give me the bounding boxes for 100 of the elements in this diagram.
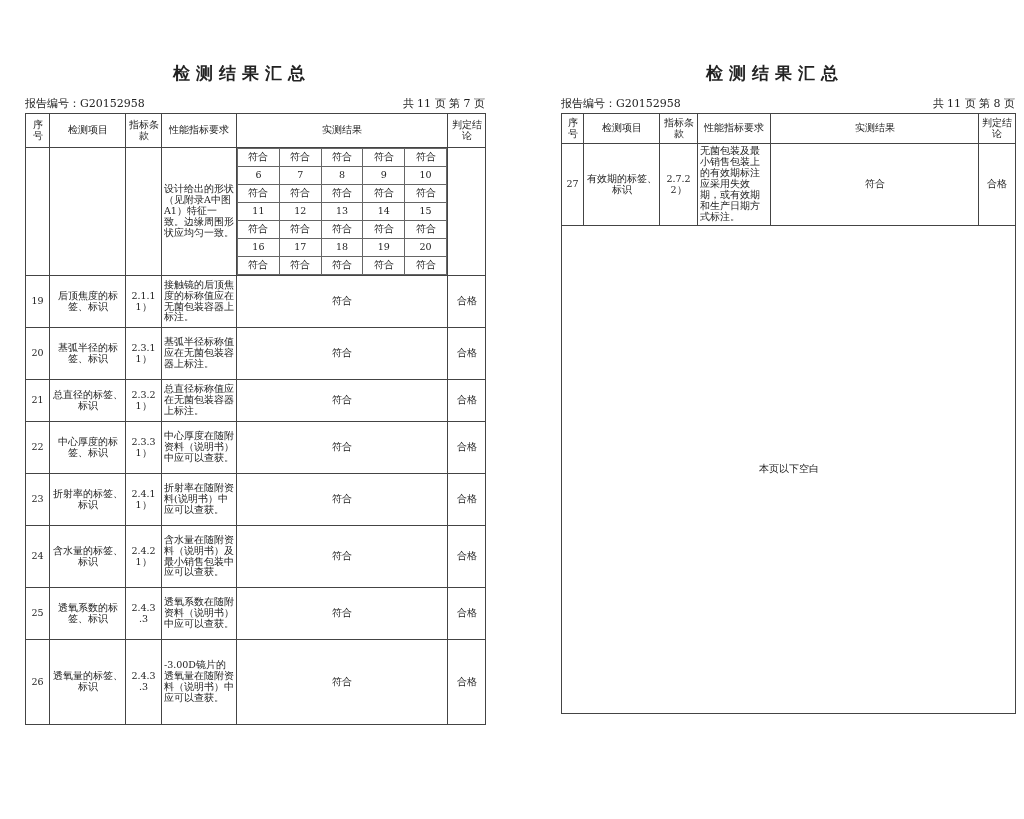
result-text: 符合: [236, 587, 448, 640]
verdict-text: 合格: [447, 639, 486, 725]
sample-number: 14: [362, 202, 405, 221]
test-item: 后顶焦度的标签、标识: [49, 275, 126, 328]
sample-number: 10: [404, 166, 447, 185]
note-text: 本页以下空白: [758, 463, 819, 475]
sample-number: 7: [279, 166, 322, 185]
result-text: 符合: [279, 184, 322, 203]
sample-number: 18: [321, 238, 363, 257]
clause-number: 2.7.2 2）: [659, 143, 698, 226]
requirement-text: 透氧系数在随附资料（说明书）中应可以查获。: [161, 587, 237, 640]
header-cell: 检测项目: [583, 113, 660, 144]
verdict-text: 合格: [447, 327, 486, 380]
result-text: 符合: [404, 184, 447, 203]
clause-number: 2.3.2 1）: [125, 379, 162, 422]
result-text: 符合: [279, 220, 322, 239]
sample-number: 16: [237, 238, 280, 257]
result-text: 符合: [279, 148, 322, 167]
requirement-text: 含水量在随附资料（说明书）及最小销售包装中应可以查获。: [161, 525, 237, 588]
clause-number: 2.4.1 1）: [125, 473, 162, 526]
sample-number: 17: [279, 238, 322, 257]
row-number: 20: [25, 327, 50, 380]
test-item: 含水量的标签、标识: [49, 525, 126, 588]
page-number: 共 11 页 第 7 页: [402, 96, 485, 111]
verdict-text: 合格: [447, 525, 486, 588]
requirement-text: 无菌包装及最小销售包装上的有效期标注应采用失效期，或有效期和生产日期方式标注。: [697, 143, 771, 226]
result-text: 符合: [237, 148, 280, 167]
row-number: 27: [561, 143, 584, 226]
result-text: 符合: [404, 256, 447, 275]
report-number: 报告编号：G20152958: [25, 96, 145, 111]
result-text: 符合: [362, 220, 405, 239]
clause-number: 2.4.3 .3: [125, 639, 162, 725]
verdict-text: 合格: [447, 275, 486, 328]
clause-number: 2.3.1 1）: [125, 327, 162, 380]
row-number: 25: [25, 587, 50, 640]
result-text: 符合: [236, 525, 448, 588]
row-number: 21: [25, 379, 50, 422]
result-text: 符合: [237, 256, 280, 275]
result-text: 符合: [237, 220, 280, 239]
header-cell: 性能指标要求: [161, 113, 237, 148]
result-text: 符合: [321, 148, 363, 167]
report-number: 报告编号：G20152958: [561, 96, 681, 111]
test-item: 透氧系数的标签、标识: [49, 587, 126, 640]
row-number: 23: [25, 473, 50, 526]
result-text: 符合: [362, 256, 405, 275]
test-item: 总直径的标签、标识: [49, 379, 126, 422]
header-cell: 性能指标要求: [697, 113, 771, 144]
result-text: 符合: [321, 184, 363, 203]
row-number: 19: [25, 275, 50, 328]
result-text: 符合: [236, 639, 448, 725]
requirement-text: 接触镜的后顶焦度的标称值应在无菌包装容器上标注。: [161, 275, 237, 328]
result-text: 符合: [279, 256, 322, 275]
header-cell: 检测项目: [49, 113, 126, 148]
sample-number: 9: [362, 166, 405, 185]
requirement-text: 基弧半径标称值应在无菌包装容器上标注。: [161, 327, 237, 380]
result-text: 符合: [236, 379, 448, 422]
clause-number: 2.4.3 .3: [125, 587, 162, 640]
test-item: 透氧量的标签、标识: [49, 639, 126, 725]
test-item: 折射率的标签、标识: [49, 473, 126, 526]
requirement-text: 设计给出的形状（见附录A中图A1）特征一致。边缘周围形状应均匀一致。: [161, 147, 237, 276]
clause-number: 2.4.2 1）: [125, 525, 162, 588]
result-text: 符合: [236, 327, 448, 380]
header-cell: 判定结论: [978, 113, 1016, 144]
test-item: 基弧半径的标签、标识: [49, 327, 126, 380]
verdict-text: 合格: [978, 143, 1016, 226]
sample-number: 6: [237, 166, 280, 185]
header-cell: 实测结果: [236, 113, 448, 148]
header-cell: 序号: [561, 113, 584, 144]
sample-number: 11: [237, 202, 280, 221]
sample-number: 19: [362, 238, 405, 257]
result-text: 符合: [404, 148, 447, 167]
page-number: 共 11 页 第 8 页: [932, 96, 1015, 111]
result-text: 符合: [237, 184, 280, 203]
page-title: 检测结果汇总: [706, 62, 844, 85]
header-cell: 实测结果: [770, 113, 979, 144]
clause-number: 2.3.3 1）: [125, 421, 162, 474]
result-text: 符合: [236, 421, 448, 474]
header-cell: 序号: [25, 113, 50, 148]
verdict-text: 合格: [447, 473, 486, 526]
result-text: 符合: [770, 143, 979, 226]
requirement-text: 中心厚度在随附资料（说明书）中应可以查获。: [161, 421, 237, 474]
result-text: 符合: [321, 220, 363, 239]
verdict-text: 合格: [447, 379, 486, 422]
result-text: 符合: [362, 148, 405, 167]
test-item: 中心厚度的标签、标识: [49, 421, 126, 474]
sample-number: 13: [321, 202, 363, 221]
row-number: 24: [25, 525, 50, 588]
result-text: 符合: [404, 220, 447, 239]
sample-number: 15: [404, 202, 447, 221]
result-text: 符合: [236, 275, 448, 328]
requirement-text: 总直径标称值应在无菌包装容器上标注。: [161, 379, 237, 422]
clause-number: 2.1.1 1）: [125, 275, 162, 328]
page-title: 检测结果汇总: [173, 62, 311, 85]
header-cell: 判定结论: [447, 113, 486, 148]
verdict-text: 合格: [447, 421, 486, 474]
result-text: 符合: [236, 473, 448, 526]
header-cell: 指标条款: [125, 113, 162, 148]
verdict-text: 合格: [447, 587, 486, 640]
row-number: 26: [25, 639, 50, 725]
sample-number: 8: [321, 166, 363, 185]
